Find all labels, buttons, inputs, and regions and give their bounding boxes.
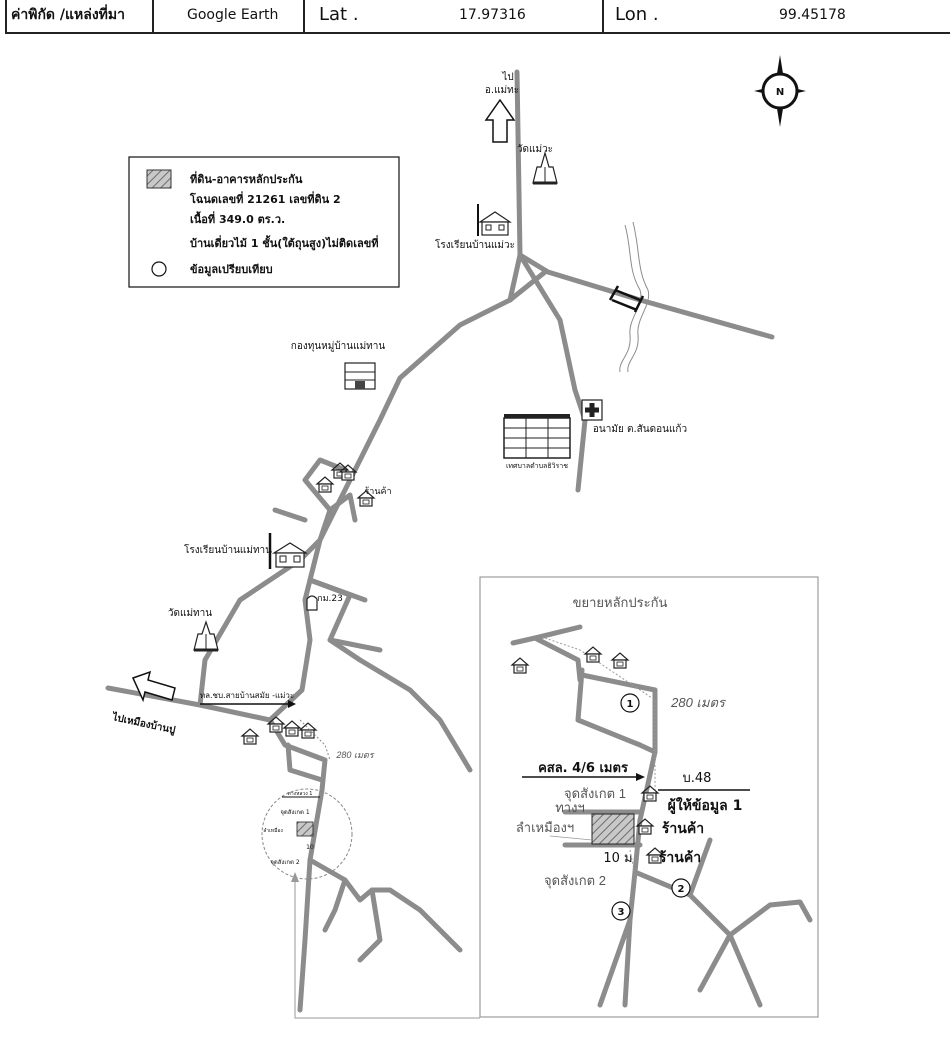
observation2-label: จุดสังเกต 2 bbox=[544, 873, 606, 889]
comparison-point-1-label: 1 bbox=[627, 699, 634, 710]
temple-mid-icon bbox=[193, 620, 219, 652]
inset-distance: 280 เมตร bbox=[670, 695, 727, 710]
school-mid-icon bbox=[268, 533, 309, 569]
health-center-label: อนามัย ต.สันดอนแก้ว bbox=[593, 423, 687, 435]
comparison-point-1 bbox=[620, 693, 640, 713]
lat-value: 17.97316 bbox=[459, 7, 526, 23]
collateral-zoom-circle: ทางหลวง 1 จุดสังเกต 1 ลำเหมือง 10 จุดสัง… bbox=[261, 788, 353, 880]
collateral-hatch-swatch bbox=[146, 169, 172, 189]
comparison-point-2-label: 2 bbox=[678, 884, 685, 895]
header-divider bbox=[303, 0, 305, 32]
comparison-point-3 bbox=[611, 901, 631, 921]
temple-top-label: วัดแม่วะ bbox=[517, 144, 553, 155]
km-label: กม.23 bbox=[317, 594, 343, 604]
ten-meter-label: 10 ม bbox=[603, 851, 632, 866]
observation2-dotted bbox=[629, 849, 637, 881]
highway-arrow-head bbox=[288, 700, 296, 708]
legend-line4: บ้านเดี่ยวไม้ 1 ชั้น(ใต้ถุนสูง)ไม่ติดเลข… bbox=[190, 235, 378, 251]
observation1-label: จุดสังเกต 1 bbox=[564, 786, 626, 802]
road-width-arrowhead bbox=[636, 773, 645, 781]
inset-map: ขยายหลักประกัน 280 เมตร 1 คสล. 4/6 เมตร … bbox=[479, 576, 819, 1018]
to-west-label: ไปเหมืองบ้านปู bbox=[110, 710, 177, 737]
km-marker-icon bbox=[306, 595, 318, 611]
canal-small-label: ลำเหมือง bbox=[263, 827, 283, 834]
header-divider bbox=[602, 0, 604, 32]
municipal-building-icon bbox=[503, 414, 571, 459]
comparison-circle-icon bbox=[151, 261, 167, 277]
health-center-icon bbox=[581, 399, 603, 421]
coordinate-header: ค่าพิกัด /แหล่งที่มา Google Earth Lat . … bbox=[5, 0, 950, 34]
source-value: Google Earth bbox=[187, 7, 279, 23]
source-label: ค่าพิกัด /แหล่งที่มา bbox=[11, 7, 125, 23]
collateral-parcel bbox=[591, 813, 635, 845]
house-icon bbox=[241, 728, 259, 745]
house-icon bbox=[283, 720, 301, 737]
west-arrow-icon bbox=[131, 670, 176, 703]
compass-icon: N bbox=[754, 55, 806, 127]
header-divider bbox=[152, 0, 154, 32]
school-mid-label: โรงเรียนบ้านแม่ทาน bbox=[184, 543, 272, 556]
temple-icon bbox=[532, 150, 558, 185]
shop2-label: ร้านค้า bbox=[659, 850, 701, 866]
school-icon bbox=[477, 204, 512, 236]
comparison-point-2 bbox=[671, 878, 691, 898]
to-north-line2: อ.แม่ทะ bbox=[485, 85, 519, 96]
distance-dotted-line bbox=[299, 719, 331, 761]
shop-small-label: ร้านค้า bbox=[364, 486, 391, 497]
observation1-small-label: จุดสังเกต 1 bbox=[280, 809, 309, 816]
road-network bbox=[105, 69, 775, 1013]
lon-value: 99.45178 bbox=[779, 7, 846, 23]
highway-label: ทล.ชบ.สายบ้านสมัย -แม่วะ bbox=[200, 691, 294, 700]
legend-line3: เนื้อที่ 349.0 ตร.ว. bbox=[190, 211, 285, 226]
house-icon bbox=[299, 722, 317, 739]
lat-label: Lat . bbox=[319, 4, 359, 25]
legend: ที่ดิน-อาคารหลักประกัน โฉนดเลขที่ 21261 … bbox=[128, 156, 400, 288]
canal-label: ลำเหมืองฯ bbox=[516, 820, 574, 835]
shop1-label: ร้านค้า bbox=[662, 821, 704, 837]
north-arrow-icon bbox=[484, 98, 516, 143]
collateral-parcel-small bbox=[296, 821, 314, 837]
inset-dotted-path bbox=[544, 637, 656, 790]
legend-line1: ที่ดิน-อาคารหลักประกัน bbox=[190, 171, 303, 186]
fund-building-icon bbox=[344, 362, 376, 390]
fund-label: กองทุนหมู่บ้านแม่ทาน bbox=[291, 340, 386, 352]
legend-line2: โฉนดเลขที่ 21261 เลขที่ดิน 2 bbox=[189, 191, 341, 206]
observation2-small-label: จุดสังเกต 2 bbox=[270, 859, 299, 866]
school-top-label: โรงเรียนบ้านแม่วะ bbox=[435, 238, 515, 251]
village-label: บ.48 bbox=[683, 771, 712, 786]
informant-label: ผู้ให้ข้อมูล 1 bbox=[668, 796, 743, 814]
inset-title: ขยายหลักประกัน bbox=[573, 595, 668, 610]
ten-small-label: 10 bbox=[306, 844, 314, 851]
distance-small-label: 280 เมตร bbox=[335, 750, 374, 760]
legend-line5: ข้อมูลเปรียบเทียบ bbox=[190, 263, 273, 277]
road-small-label: ทางหลวง 1 bbox=[288, 791, 313, 797]
to-north-line1: ไป bbox=[501, 71, 513, 83]
inset-leader-line bbox=[294, 880, 480, 1019]
house-icon bbox=[316, 476, 334, 493]
temple-mid-label: วัดแม่ทาน bbox=[168, 608, 212, 619]
comparison-point-3-label: 3 bbox=[618, 907, 625, 918]
inset-leader-arrow bbox=[291, 872, 299, 882]
municipal-label: เทศบาลตำบลธิวิราช bbox=[506, 462, 568, 470]
road-width-label: คสล. 4/6 เมตร bbox=[538, 761, 628, 776]
compass-north-label: N bbox=[776, 87, 784, 98]
lon-label: Lon . bbox=[615, 4, 659, 25]
path-label: ทางฯ bbox=[555, 800, 585, 815]
bridge-icon bbox=[608, 285, 645, 313]
canal-pointer bbox=[549, 835, 593, 841]
